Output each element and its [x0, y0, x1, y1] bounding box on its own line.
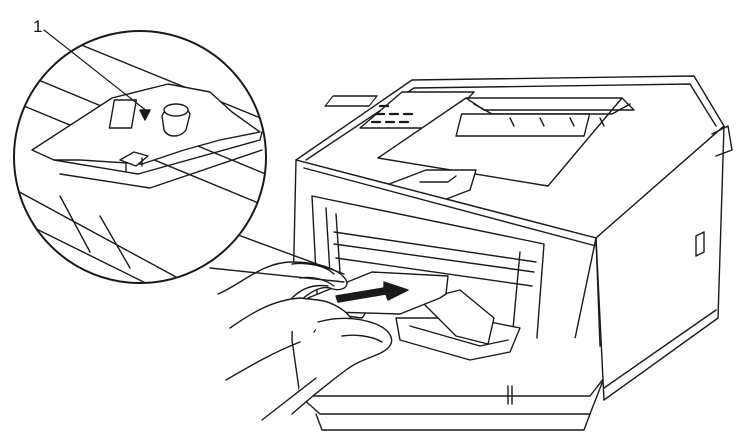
lcd-display — [324, 95, 378, 107]
callout-number: 1 — [33, 17, 43, 36]
tray-indicator — [507, 385, 513, 405]
magnifier — [13, 30, 267, 284]
hands — [217, 261, 393, 421]
insert-arrow — [335, 281, 409, 303]
left-hand — [217, 261, 348, 317]
magnifier-leader-lower — [209, 267, 345, 283]
printer — [291, 75, 733, 431]
zoomed-guide — [31, 83, 261, 165]
paper-guide-right — [419, 289, 495, 345]
printer-side — [595, 125, 725, 401]
magnifier-leader-upper — [229, 231, 345, 275]
callout-line — [43, 29, 149, 113]
